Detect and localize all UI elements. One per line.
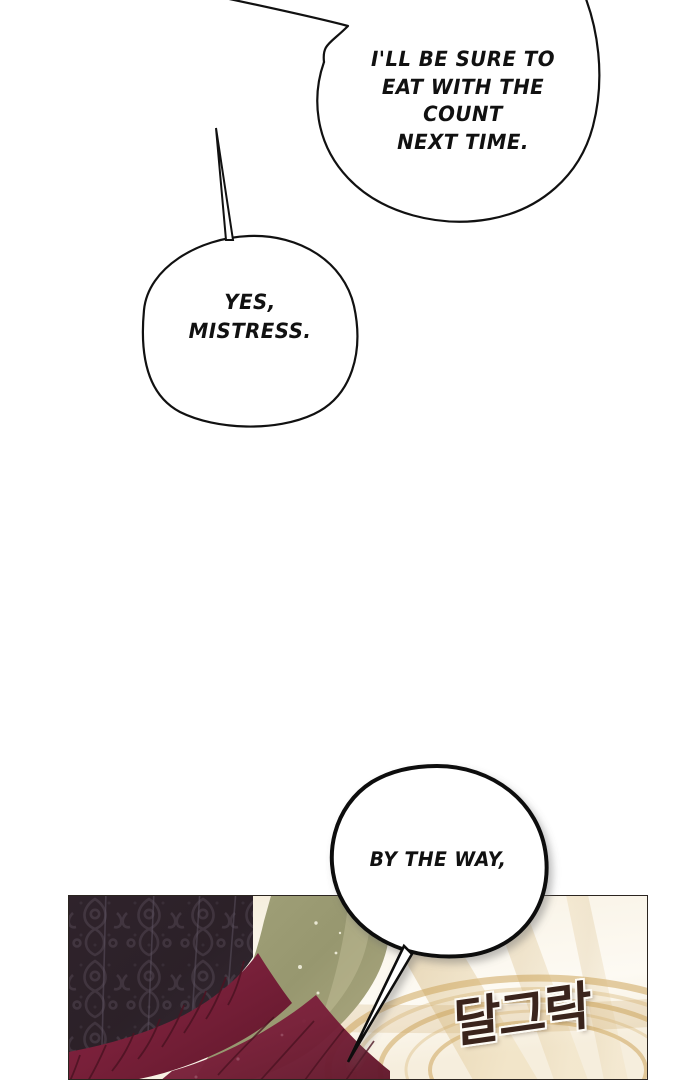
artwork-illustration: [69, 896, 647, 1079]
speech-bubble-2-text: YES, MISTRESS.: [188, 290, 312, 343]
speech-bubble-1-text: I'LL BE SURE TO EAT WITH THE COUNT NEXT …: [371, 47, 555, 155]
artwork-panel: [68, 895, 648, 1080]
speech-bubble-3-text: BY THE WAY,: [369, 847, 507, 871]
speech-bubble-2: [141, 127, 359, 428]
